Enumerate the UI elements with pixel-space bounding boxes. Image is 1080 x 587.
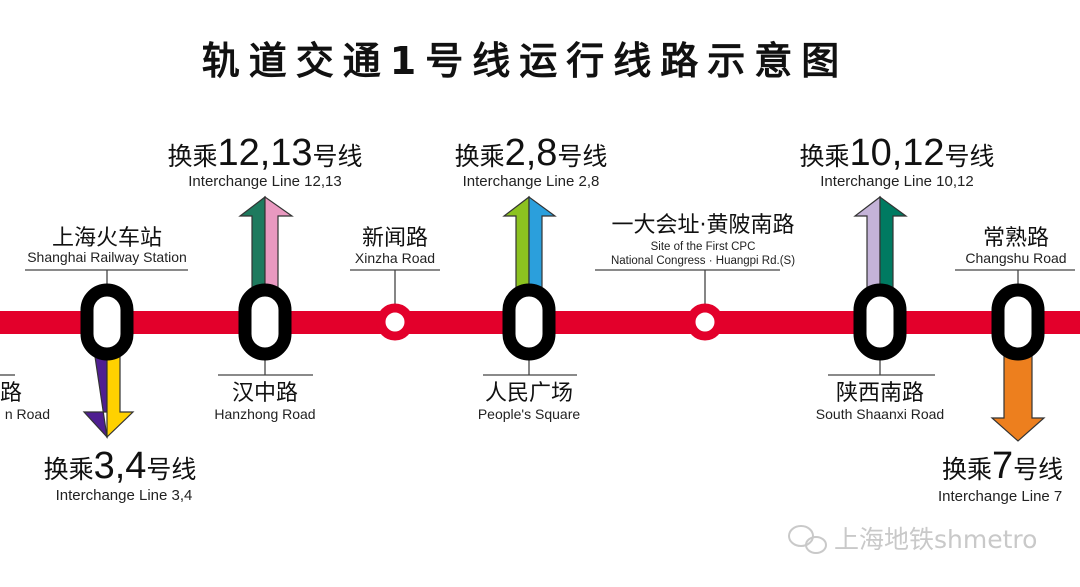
station-huangpi-en2: National Congress · Huangpi Rd.(S)	[611, 255, 795, 267]
station-shanghai-railway-en: Shanghai Railway Station	[27, 249, 187, 265]
station-south-shaanxi-en: South Shaanxi Road	[816, 406, 944, 422]
station-peoples-square-cn: 人民广场	[485, 381, 573, 406]
station-partial-left-cn: 路	[0, 381, 22, 406]
leader-lines	[0, 269, 1075, 376]
station-peoples-square-en: People's Square	[478, 406, 581, 422]
station-huangpi-en1: Site of the First CPC	[651, 241, 756, 253]
station-xinzha-cn: 新闻路	[362, 226, 428, 251]
station-south-shaanxi-cn: 陕西南路	[836, 381, 924, 406]
arrow-line2-8	[502, 195, 557, 293]
station-changshu-marker	[991, 283, 1045, 361]
station-shanghai-railway-marker	[80, 283, 134, 361]
interchange-10-12-cn: 换乘10,12号线	[799, 132, 994, 174]
station-changshu-en: Changshu Road	[965, 250, 1066, 266]
station-south-shaanxi-marker	[853, 283, 907, 361]
station-shanghai-railway-cn: 上海火车站	[52, 226, 162, 251]
interchange-3-4-en: Interchange Line 3,4	[56, 487, 193, 504]
watermark-text: 上海地铁shmetro	[834, 525, 1037, 554]
arrow-line10-12	[853, 195, 908, 293]
station-xinzha-en: Xinzha Road	[355, 250, 435, 266]
interchange-3-4-cn: 换乘3,4号线	[44, 445, 197, 487]
wechat-icon	[788, 525, 827, 554]
station-peoples-square-marker	[502, 283, 556, 361]
arrow-line12-13	[238, 195, 294, 293]
diagram-title: 轨道交通1号线运行线路示意图	[202, 39, 848, 83]
interchange-2-8-cn: 换乘2,8号线	[455, 132, 608, 174]
interchange-7-en: Interchange Line 7	[938, 488, 1062, 505]
arrow-line7	[990, 349, 1046, 442]
station-changshu-cn: 常熟路	[983, 226, 1049, 251]
station-huangpi-marker	[686, 303, 724, 341]
interchange-2-8-en: Interchange Line 2,8	[463, 173, 600, 190]
station-huangpi-cn: 一大会址·黄陂南路	[612, 213, 795, 238]
interchange-10-12-en: Interchange Line 10,12	[820, 173, 973, 190]
station-xinzha-marker	[376, 303, 414, 341]
interchange-12-13-cn: 换乘12,13号线	[167, 132, 362, 174]
arrow-line3-4	[82, 349, 135, 439]
interchange-12-13-en: Interchange Line 12,13	[188, 173, 341, 190]
station-hanzhong-cn: 汉中路	[232, 381, 298, 406]
station-partial-left-en: n Road	[5, 406, 50, 422]
station-hanzhong-en: Hanzhong Road	[214, 406, 315, 422]
station-hanzhong-marker	[238, 283, 292, 361]
interchange-7-cn: 换乘7号线	[942, 445, 1063, 487]
